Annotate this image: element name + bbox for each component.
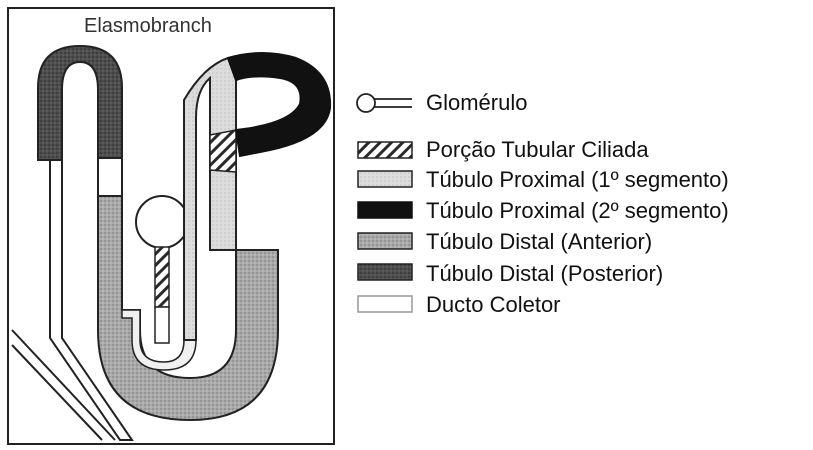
legend-item-glomerulus: Glomérulo [357,90,527,115]
legend-label-ciliated: Porção Tubular Ciliada [426,137,649,162]
legend-label-distal-anterior: Túbulo Distal (Anterior) [426,229,652,254]
legend-label-proximal-2: Túbulo Proximal (2º segmento) [426,198,729,223]
legend-item-proximal-2: Túbulo Proximal (2º segmento) [358,198,729,223]
glomerulus-diagram [136,196,188,248]
distal-anterior-swatch [358,233,412,249]
ciliated-swatch [358,142,412,158]
diagram-title: Elasmobranch [84,15,212,37]
proximal-1-swatch [358,171,412,187]
distal-posterior-swatch [358,264,412,280]
legend-item-distal-posterior: Túbulo Distal (Posterior) [358,261,663,286]
legend-label-proximal-1: Túbulo Proximal (1º segmento) [426,167,729,192]
legend-item-collecting-duct: Ducto Coletor [358,292,561,317]
glomerulus-icon [357,94,412,112]
legend-label-collecting-duct: Ducto Coletor [426,292,561,317]
legend-label-glomerulus: Glomérulo [426,90,527,115]
legend-item-ciliated: Porção Tubular Ciliada [358,137,649,162]
legend: Glomérulo Porção Tubular Ciliada Túbulo … [357,90,729,317]
legend-item-distal-anterior: Túbulo Distal (Anterior) [358,229,652,254]
collecting-gap [98,158,122,196]
collecting-duct-swatch [358,296,412,312]
legend-item-proximal-1: Túbulo Proximal (1º segmento) [358,167,729,192]
legend-label-distal-posterior: Túbulo Distal (Posterior) [426,261,663,286]
ciliated-neck-lower [155,307,169,343]
proximal-2-swatch [358,202,412,218]
ciliated-neck [155,247,169,307]
ciliated-right-segment [210,130,236,172]
